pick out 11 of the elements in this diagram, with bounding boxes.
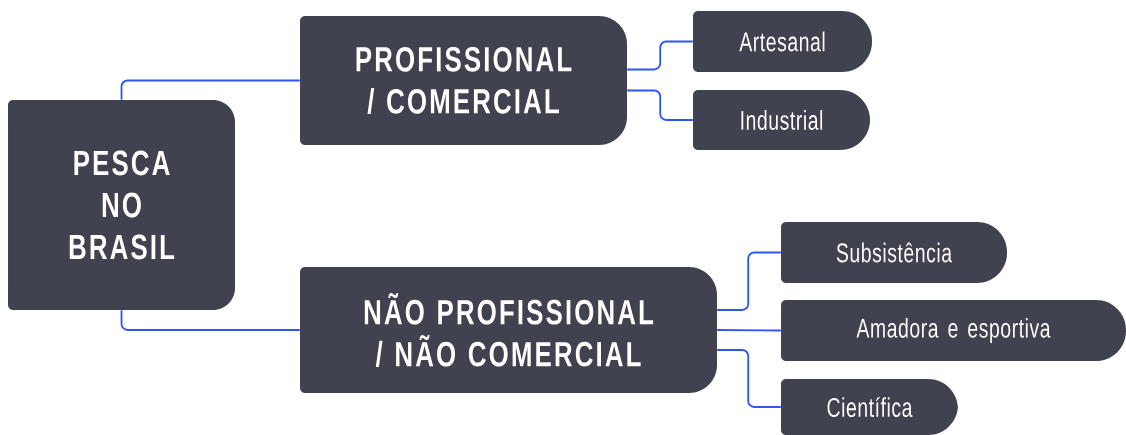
subtopic-box: Subsistência: [781, 222, 1007, 283]
subtopic-box: Científica: [781, 379, 958, 435]
subtopic-box: Artesanal: [693, 11, 872, 72]
topic-box: NÃO PROFISSIONAL / NÃO COMERCIAL: [300, 267, 717, 393]
connector-line: [120, 309, 301, 331]
topic-box: PROFISSIONAL / COMERCIAL: [300, 16, 627, 145]
connector-line: [120, 79, 301, 101]
subtopic-box: Amadora e esportiva: [781, 300, 1126, 361]
subtopic-box: Industrial: [693, 90, 870, 150]
topic-box: PESCA NO BRASIL: [8, 100, 235, 310]
connector-line: [716, 329, 782, 332]
